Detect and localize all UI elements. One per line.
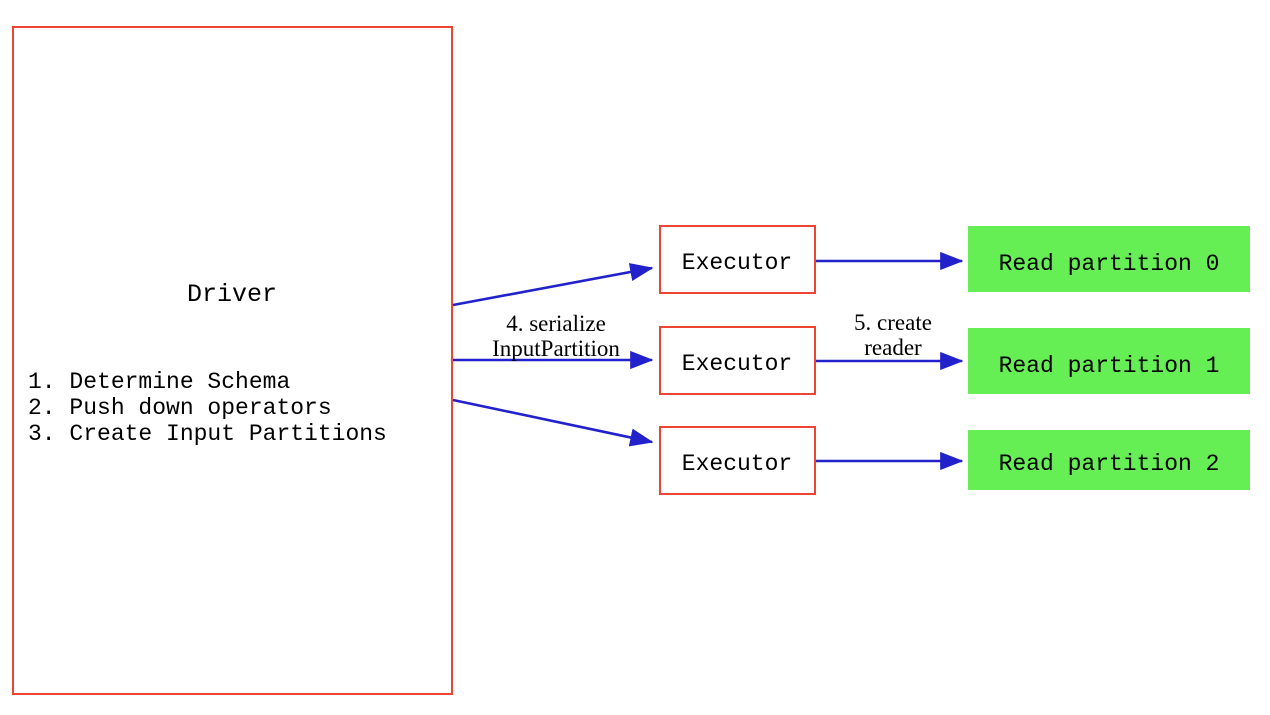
executor-label-2: Executor <box>682 451 792 477</box>
partition-label-2: Read partition 2 <box>999 451 1220 477</box>
edge-label-serialize-line2: InputPartition <box>492 336 620 361</box>
executor-box-0[interactable] <box>659 225 816 294</box>
arrow-driver-to-executor-2 <box>452 398 654 447</box>
executor-label-1: Executor <box>682 351 792 377</box>
executor-box-1[interactable] <box>659 326 816 395</box>
arrow-driver-to-executor-0 <box>452 263 654 307</box>
edge-label-serialize-line1: 4. serialize <box>506 311 606 336</box>
driver-title: Driver <box>187 280 277 309</box>
partition-box-2[interactable] <box>968 430 1250 490</box>
executor-box-2[interactable] <box>659 426 816 495</box>
partition-label-1: Read partition 1 <box>999 353 1220 379</box>
partition-box-0[interactable] <box>968 226 1250 292</box>
edge-label-create-reader-line1: 5. create <box>854 310 932 335</box>
partition-label-0: Read partition 0 <box>999 251 1220 277</box>
driver-step-1: 1. Determine Schema <box>28 369 290 395</box>
driver-step-2: 2. Push down operators <box>28 395 332 421</box>
driver-step-3: 3. Create Input Partitions <box>28 421 387 447</box>
executor-label-0: Executor <box>682 250 792 276</box>
partition-box-1[interactable] <box>968 328 1250 394</box>
edge-label-create-reader-line2: reader <box>864 335 922 360</box>
driver-box[interactable] <box>12 26 453 695</box>
